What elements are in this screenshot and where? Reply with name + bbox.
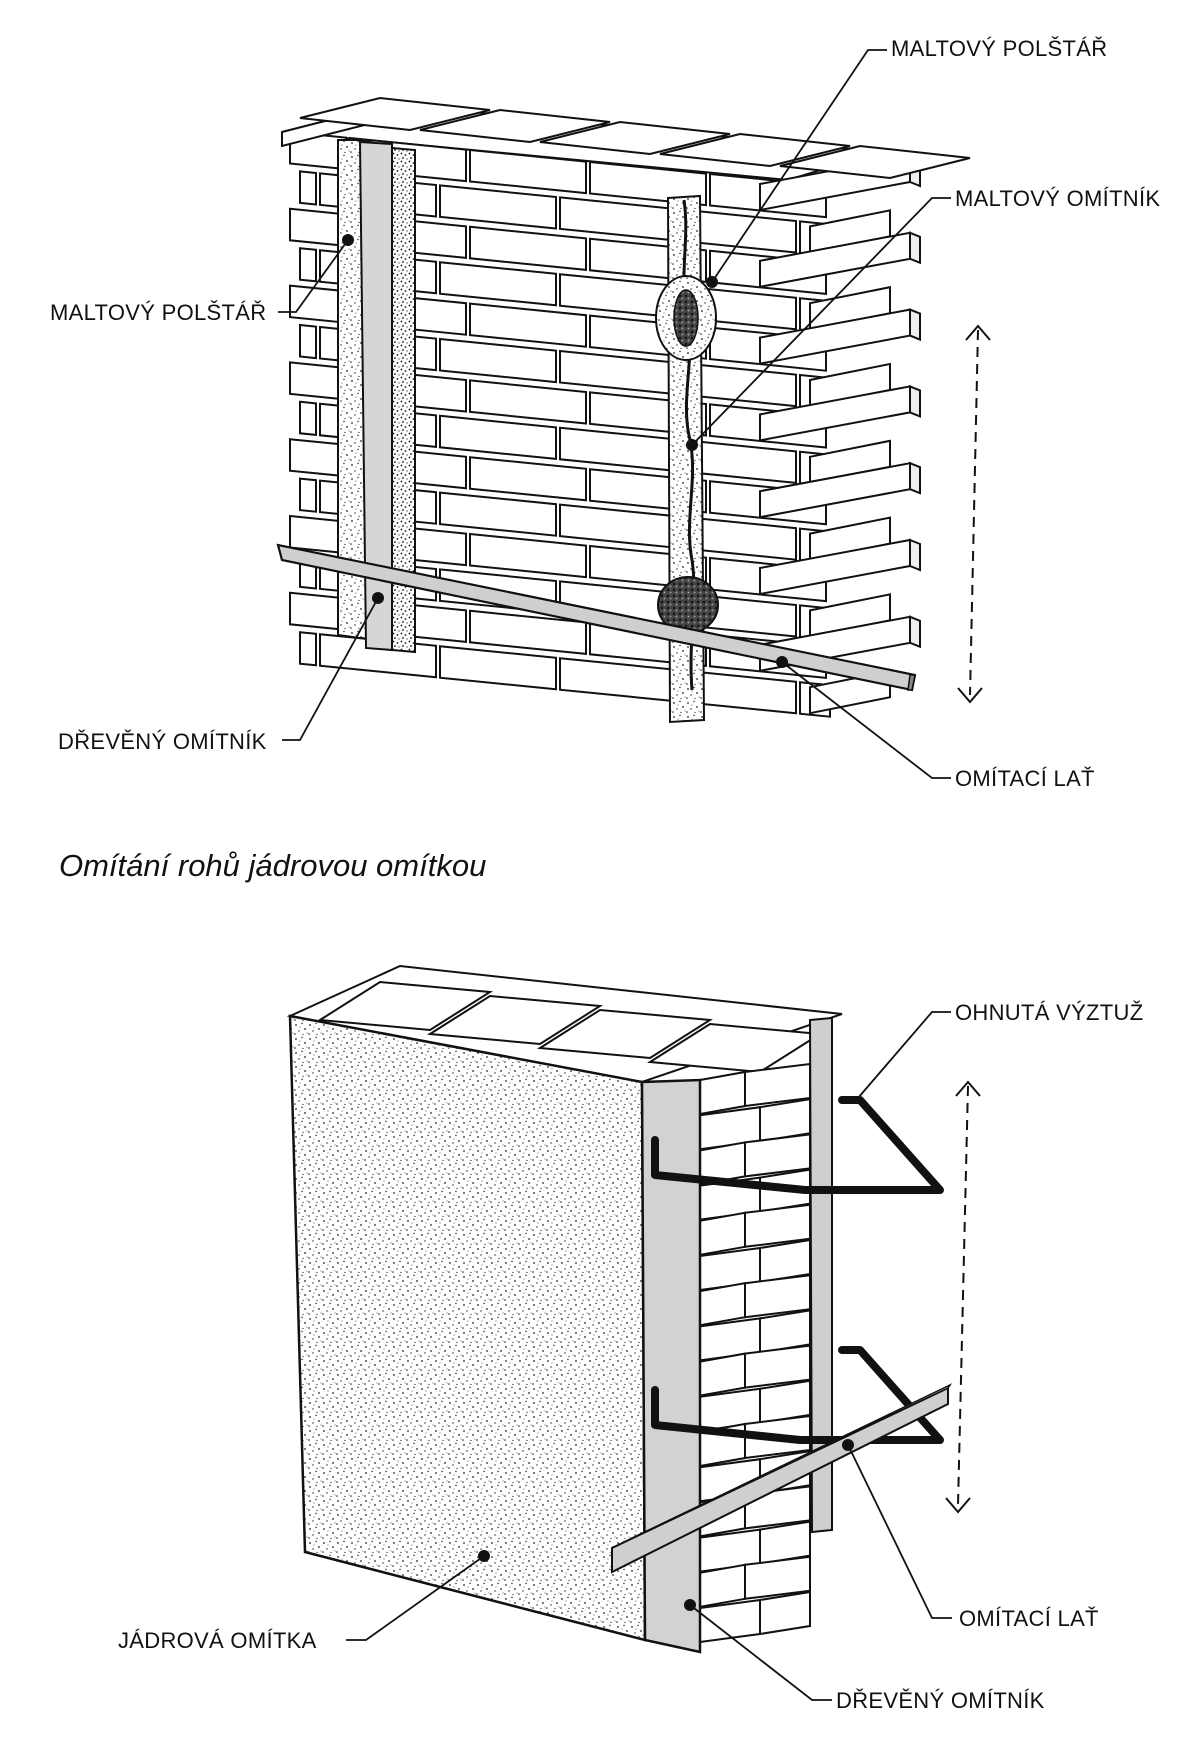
top-leader-lines — [278, 49, 952, 779]
bottom-plaster-lath — [611, 1383, 953, 1574]
bottom-leader-lines — [346, 1011, 952, 1701]
label-mortar-pad-left: MALTOVÝ POLŠTÁŘ — [46, 298, 271, 328]
label-bent-rebar: OHNUTÁ VÝZTUŽ — [951, 998, 1148, 1028]
label-plaster-lath-bottom: OMÍTACÍ LAŤ — [955, 1604, 1103, 1634]
diagram-caption: Omítání rohů jádrovou omítkou — [55, 846, 491, 886]
label-plaster-lath-top: OMÍTACÍ LAŤ — [951, 764, 1099, 794]
bottom-height-dimension-arrow — [945, 1080, 981, 1514]
top-height-dimension-arrow — [957, 324, 991, 704]
label-wooden-screed-top: DŘEVĚNÝ OMÍTNÍK — [54, 727, 271, 757]
label-wooden-screed-bottom: DŘEVĚNÝ OMÍTNÍK — [832, 1686, 1049, 1716]
top-mortar-screed — [655, 194, 719, 724]
bottom-wooden-screed — [640, 1016, 833, 1654]
label-mortar-screed: MALTOVÝ OMÍTNÍK — [951, 184, 1165, 214]
label-mortar-pad-right: MALTOVÝ POLŠTÁŘ — [887, 34, 1112, 64]
top-plaster-lath — [276, 543, 917, 692]
core-plaster-face — [288, 1014, 647, 1642]
label-core-plaster: JÁDROVÁ OMÍTKA — [114, 1626, 321, 1656]
top-wooden-screed — [337, 139, 416, 654]
